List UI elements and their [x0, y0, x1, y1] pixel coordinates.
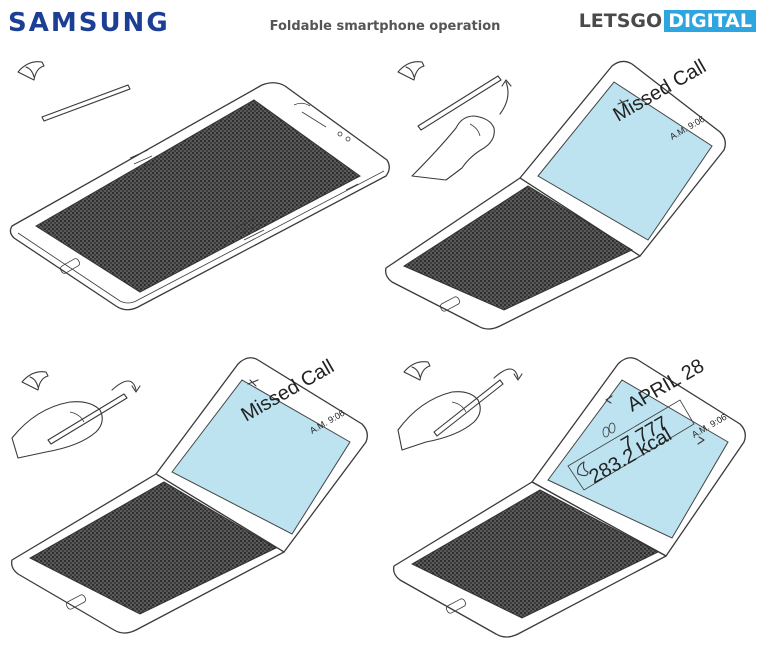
eye-icon	[21, 371, 49, 391]
fold-arrow-icon	[499, 79, 512, 115]
page-caption: Foldable smartphone operation	[269, 19, 501, 34]
fold-arrow-icon	[493, 368, 523, 381]
footprint-icon	[602, 422, 616, 438]
hand-icon	[411, 115, 495, 181]
chevron-left-icon	[605, 395, 613, 404]
pen-stylus-icon	[41, 84, 131, 122]
samsung-logo: SAMSUNG	[8, 8, 170, 38]
hand-icon	[397, 391, 481, 451]
panel-1-flat-phone	[9, 61, 390, 311]
pen-stylus-icon	[417, 75, 502, 131]
eye-icon	[397, 61, 425, 81]
phone-folding-lower	[392, 481, 667, 638]
missed-call-icon	[617, 99, 629, 107]
chevron-right-icon	[697, 436, 705, 445]
panel-3-missed-call: Missed Call A.M. 9:06	[10, 356, 368, 634]
phone-folding-lower	[10, 473, 285, 634]
fold-arrow-icon	[111, 380, 141, 393]
phone-folding-lower	[384, 177, 641, 330]
eye-icon	[403, 361, 431, 381]
logo-part-letsgo: LETSGO	[578, 10, 663, 32]
flame-icon	[577, 461, 589, 477]
logo-part-digital: DIGITAL	[664, 10, 756, 32]
hand-icon	[11, 401, 103, 459]
pen-stylus-icon	[433, 379, 504, 437]
kcal-box	[567, 399, 695, 491]
panel-2-missed-call: Missed Call A.M. 9:06	[384, 56, 726, 330]
phone-flat	[9, 82, 390, 311]
pen-stylus-icon	[47, 393, 128, 445]
missed-call-icon	[247, 379, 259, 387]
panel-4-fitness: APRIL 28 A.M. 9:06 7,777 283.2 kcal	[392, 355, 746, 638]
phone-folding-upper	[155, 357, 368, 553]
eye-icon	[17, 61, 45, 81]
phone-folding-upper	[519, 60, 726, 257]
